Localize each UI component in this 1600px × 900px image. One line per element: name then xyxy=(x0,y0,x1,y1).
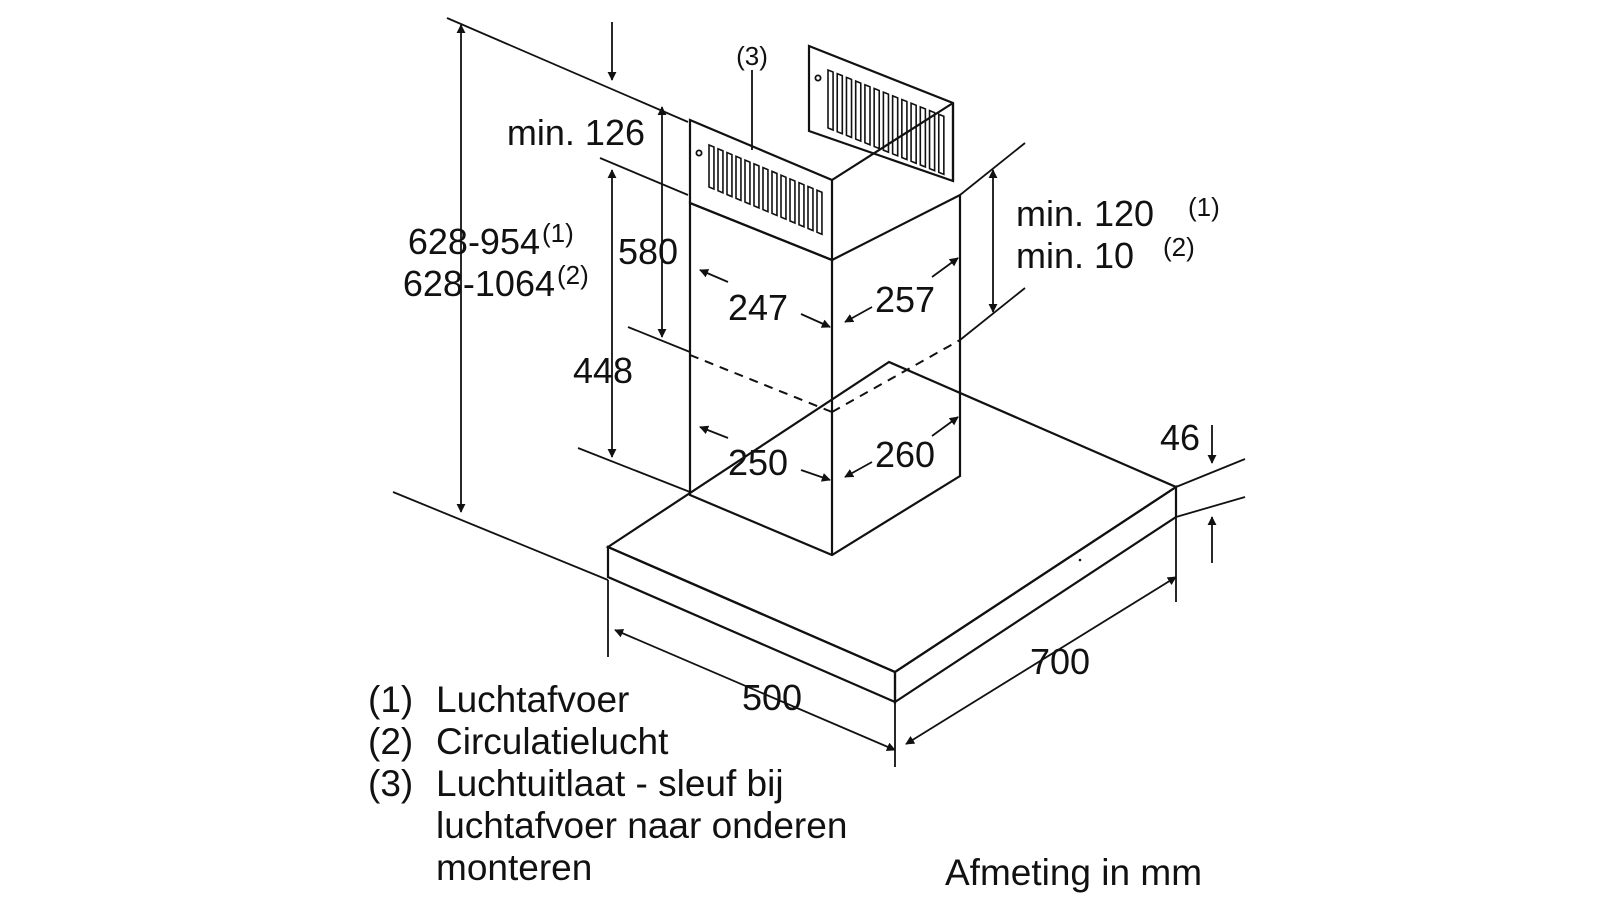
vent-slot xyxy=(928,109,936,172)
ceiling-gap-exhaust-label: min. 120 xyxy=(1016,193,1154,234)
total-height-circulation-label: 628-1064 xyxy=(403,263,555,304)
legend-marker-1: (1) xyxy=(368,679,413,720)
total-height-circulation-note: (2) xyxy=(557,260,589,290)
upper-chimney-depth-label: 257 xyxy=(875,279,935,320)
lower-chimney-height-label: 448 xyxy=(573,350,633,391)
legend-marker-3: (3) xyxy=(368,763,413,804)
legend-text-2: Circulatielucht xyxy=(436,721,669,762)
dimension-labels: (3) min. 126 628-954 (1) 628-1064 (2) 58… xyxy=(403,41,1220,718)
upper-chimney-width-label: 247 xyxy=(728,287,788,328)
vent-slot xyxy=(845,76,853,139)
vent-slot xyxy=(836,72,844,135)
vent-slot xyxy=(901,98,908,161)
vent-slot xyxy=(807,185,814,232)
vent-grill-front xyxy=(708,143,823,236)
vent-slot xyxy=(762,166,769,213)
legend-text-3-line-2: luchtafvoer naar onderen xyxy=(436,805,847,846)
legend-text-3: Luchtuitlaat - sleuf bij xyxy=(436,763,784,804)
total-height-exhaust-label: 628-954 xyxy=(408,221,540,262)
vent-slot xyxy=(708,143,715,191)
upper-chimney xyxy=(688,44,955,262)
vent-slot xyxy=(873,87,881,150)
vent-slot xyxy=(910,102,917,165)
vent-slot xyxy=(864,83,871,146)
vent-slot xyxy=(919,105,927,169)
ceiling-gap-exhaust-note: (1) xyxy=(1188,192,1220,222)
vent-slot xyxy=(937,113,945,176)
dimension-arrows xyxy=(456,22,1217,751)
vent-slot xyxy=(744,158,751,206)
upper-chimney-height-label: 580 xyxy=(618,231,678,272)
vent-slot xyxy=(735,155,742,202)
legend-text-1: Luchtafvoer xyxy=(436,679,629,720)
vent-slot xyxy=(798,181,805,228)
hood-drawing xyxy=(605,44,1179,705)
vent-slot xyxy=(771,170,778,217)
vent-slot xyxy=(854,79,862,143)
vent-slot xyxy=(780,173,787,221)
legend-text-3-line-3: monteren xyxy=(436,847,592,888)
vent-slot xyxy=(726,151,733,198)
ceiling-gap-circulation-label: min. 10 xyxy=(1016,235,1134,276)
vent-slot xyxy=(717,147,724,195)
vent-slot xyxy=(816,189,823,236)
vent-slot xyxy=(789,177,796,225)
legend: (1) Luchtafvoer (2) Circulatielucht (3) … xyxy=(368,679,847,888)
vent-slot xyxy=(891,94,899,158)
total-height-exhaust-note: (1) xyxy=(542,218,574,248)
canopy-depth-label: 500 xyxy=(742,677,802,718)
ceiling-gap-circulation-note: (2) xyxy=(1163,232,1195,262)
canopy xyxy=(605,360,1179,705)
canopy-thickness-label: 46 xyxy=(1160,417,1200,458)
vent-slot xyxy=(827,68,834,132)
vent-grill-back xyxy=(827,68,945,176)
lower-chimney-depth-label: 260 xyxy=(875,434,935,475)
vent-callout-label: (3) xyxy=(736,41,768,71)
canopy-width-label: 700 xyxy=(1030,641,1090,682)
top-clearance-label: min. 126 xyxy=(507,112,645,153)
vent-slot xyxy=(753,162,760,210)
units-note: Afmeting in mm xyxy=(945,852,1202,893)
reference-lines xyxy=(392,17,1246,767)
legend-marker-2: (2) xyxy=(368,721,413,762)
lower-chimney-width-label: 250 xyxy=(728,442,788,483)
vent-slot xyxy=(882,90,890,154)
